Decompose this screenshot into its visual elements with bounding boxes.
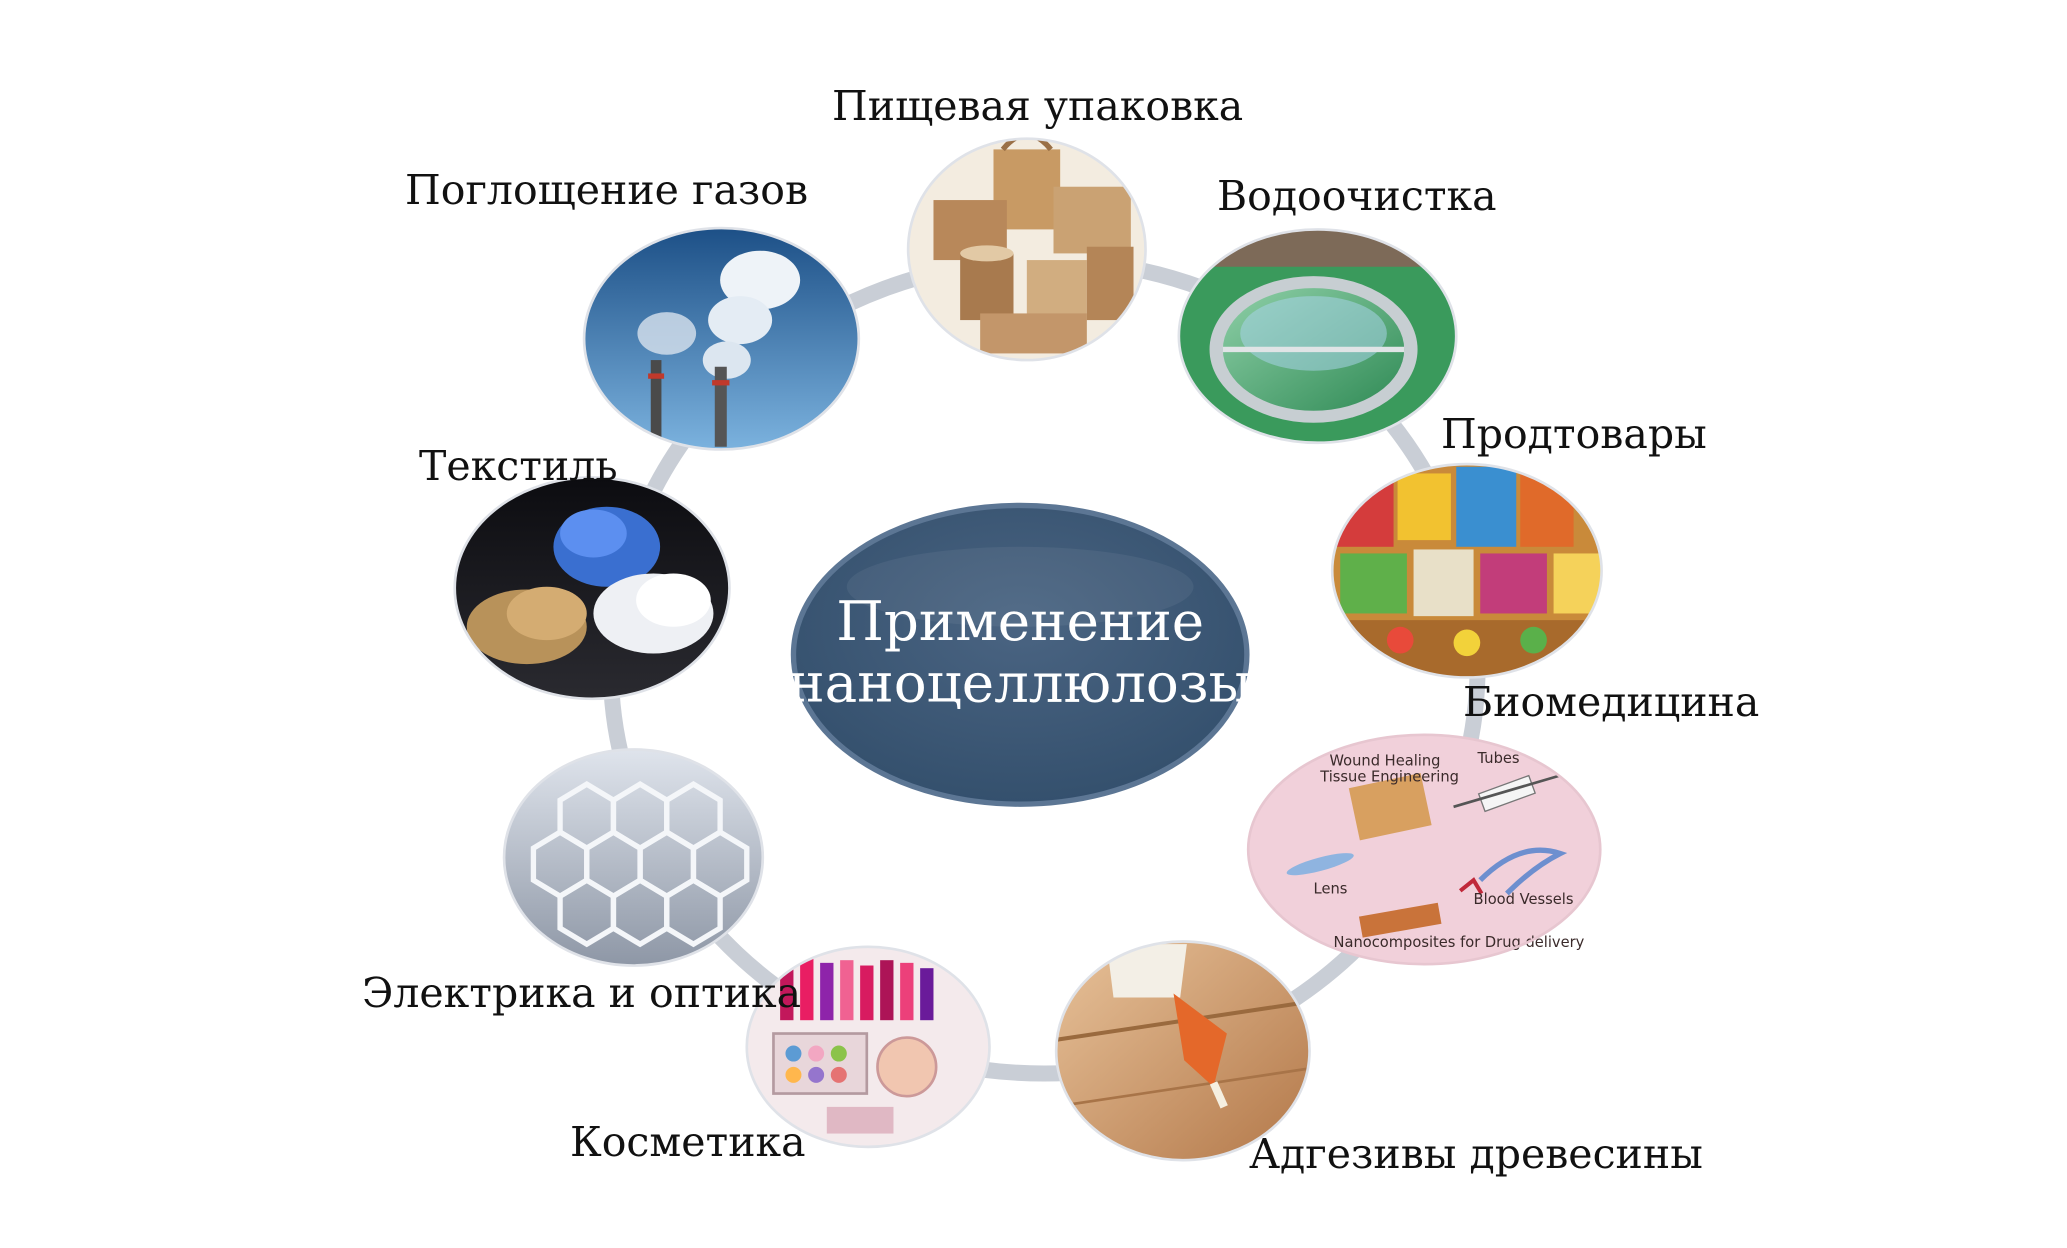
bio-tubes-label: Tubes (1477, 750, 1520, 767)
label-wood-adhesives: Адгезивы древесины (1249, 1130, 1703, 1178)
bio-drug-label: Nanocomposites for Drug delivery (1334, 934, 1585, 951)
label-textile: Текстиль (419, 442, 618, 490)
label-gas-absorption: Поглощение газов (405, 166, 809, 214)
label-foodstuffs: Продтовары (1441, 410, 1707, 458)
center-node: Применение наноцеллюлозы (788, 502, 1252, 807)
label-food-packaging: Пищевая упаковка (832, 82, 1244, 130)
glue-on-wood-icon (1054, 940, 1311, 1162)
paper-packaging-icon (906, 137, 1147, 362)
label-water-treatment: Водоочистка (1217, 172, 1497, 220)
bio-vessels-label: Blood Vessels (1474, 891, 1574, 908)
cosmetics-set-icon (745, 945, 991, 1149)
biomedical-applications-icon: Wound Healing Tissue Engineering Tubes L… (1246, 733, 1602, 966)
fibers-icon (453, 476, 731, 701)
label-electrics-optics: Электрика и оптика (362, 969, 802, 1017)
bio-lens-label: Lens (1314, 881, 1348, 898)
bio-tissue-label: Tissue Engineering (1319, 768, 1459, 785)
label-cosmetics: Косметика (570, 1118, 806, 1166)
center-title-line2: наноцеллюлозы (788, 650, 1252, 714)
groceries-icon (1330, 462, 1603, 679)
label-biomedicine: Биомедицина (1463, 678, 1760, 726)
bio-wound-label: Wound Healing (1330, 752, 1441, 769)
water-treatment-plant-icon (1177, 228, 1458, 445)
center-title-line1: Применение (836, 589, 1204, 653)
hexagon-lattice-icon (502, 748, 765, 967)
smokestack-icon (582, 226, 861, 451)
